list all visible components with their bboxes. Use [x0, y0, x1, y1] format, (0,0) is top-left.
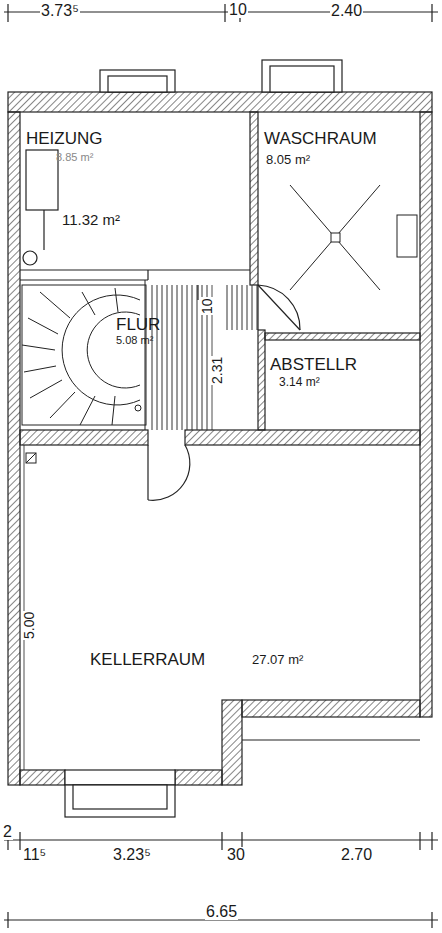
room-area-value: 27.07 m² — [252, 653, 303, 666]
room-area-value: 5.08 m² — [116, 335, 153, 346]
dimension-label: 3.23⁵ — [112, 847, 152, 863]
dimension-label: 2.70 — [340, 847, 373, 863]
dimension-label: 10 — [200, 297, 214, 315]
room-name: WASCHRAUM — [264, 130, 377, 147]
room-name: KELLERRAUM — [90, 651, 205, 668]
room-area: ABSTELLR 3.14 m² — [265, 340, 420, 430]
dimension-label: 2.40 — [330, 3, 363, 19]
room-name: FLUR — [116, 316, 160, 333]
room-name: HEIZUNG — [26, 130, 103, 147]
dimension-label: 2.31 — [210, 356, 224, 385]
dimension-label: 30 — [226, 847, 246, 863]
room-area-value: 11.32 m² — [62, 212, 120, 227]
dimension-label: 3.73⁵ — [40, 3, 80, 19]
dimension-label: 10 — [228, 2, 248, 18]
dimension-label: 2 — [2, 824, 13, 840]
room-name: ABSTELLR — [270, 356, 357, 373]
room-area: WASCHRAUM 8.05 m² — [258, 112, 420, 282]
dimension-label: 6.65 — [205, 904, 238, 920]
room-area: KELLERRAUM 27.07 m² — [20, 445, 420, 770]
dimension-label: 5.00 — [22, 611, 36, 640]
room-area-value: 8.05 m² — [266, 153, 310, 166]
room-area-value: 8.85 m² — [56, 152, 93, 163]
room-area: HEIZUNG 8.85 m² 11.32 m² — [20, 112, 250, 270]
room-area-value: 3.14 m² — [279, 376, 320, 388]
dimension-label: 11⁵ — [22, 847, 47, 863]
